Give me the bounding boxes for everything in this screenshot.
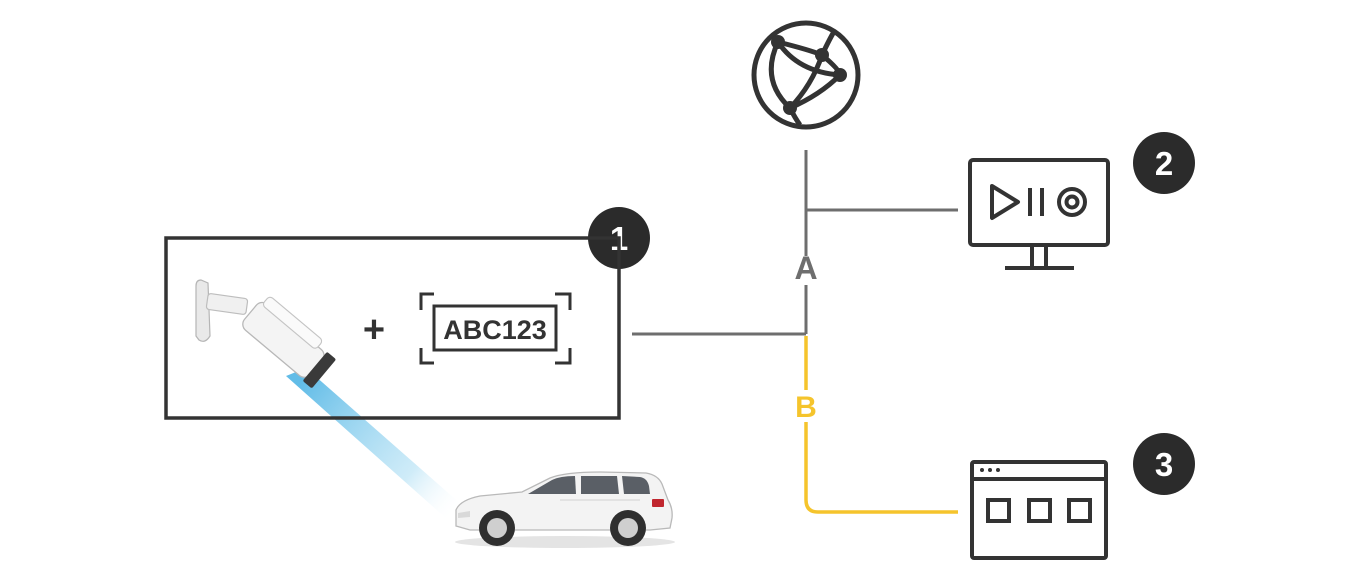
badge-3: 3 <box>1133 433 1195 495</box>
camera-beam <box>286 368 462 520</box>
link-a-lines <box>632 150 958 336</box>
badge-2-number: 2 <box>1155 145 1173 182</box>
globe-icon <box>751 20 861 130</box>
badge-2: 2 <box>1133 132 1195 194</box>
camera-icon <box>195 279 336 388</box>
browser-window-icon <box>970 460 1108 560</box>
badge-3-number: 3 <box>1155 446 1173 483</box>
plus-sign: + <box>363 309 385 351</box>
camera-package-box <box>164 236 621 420</box>
link-b-label: B <box>795 391 817 424</box>
plate-text: ABC123 <box>443 315 547 345</box>
car-icon <box>455 471 675 548</box>
link-b-line <box>804 336 958 514</box>
license-plate-icon: ABC123 <box>419 292 572 365</box>
link-a-label: A <box>794 250 817 286</box>
monitor-icon <box>968 158 1110 270</box>
